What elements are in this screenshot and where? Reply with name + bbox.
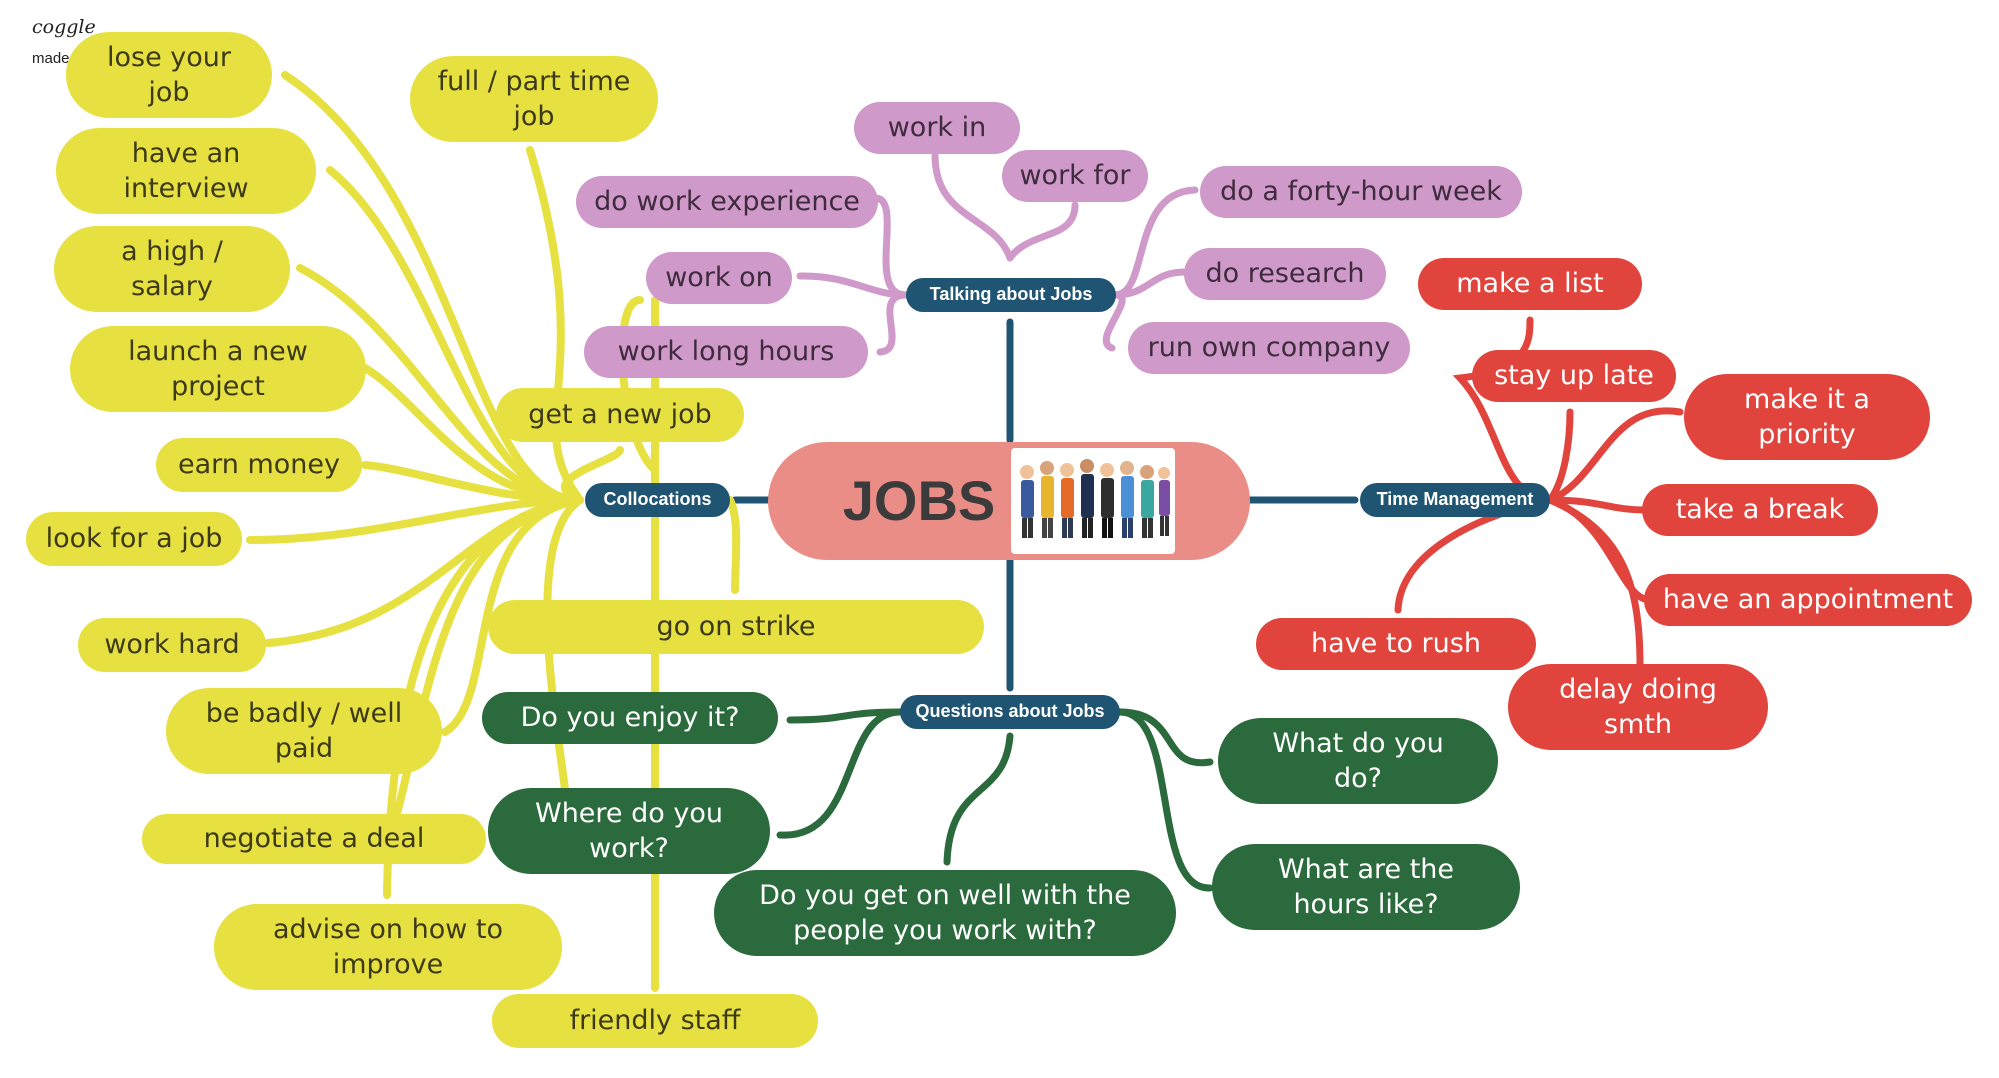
time-delay-doing-smth[interactable]: delay doing smth (1508, 664, 1768, 750)
talking-work-in[interactable]: work in (854, 102, 1020, 154)
collocation-launch-new-project[interactable]: launch a new project (70, 326, 366, 412)
collocation-high-salary[interactable]: a high / salary (54, 226, 290, 312)
hub-questions-about-jobs[interactable]: Questions about Jobs (900, 695, 1120, 729)
collocation-lose-your-job[interactable]: lose your job (66, 32, 272, 118)
time-make-it-a-priority[interactable]: make it a priority (1684, 374, 1930, 460)
time-have-to-rush[interactable]: have to rush (1256, 618, 1536, 670)
question-what-do-you-do[interactable]: What do you do? (1218, 718, 1498, 804)
question-links (776, 708, 1214, 892)
workers-image (1011, 448, 1176, 554)
collocation-earn-money[interactable]: earn money (156, 438, 362, 492)
question-hours-like[interactable]: What are the hours like? (1212, 844, 1520, 930)
talking-do-research[interactable]: do research (1184, 248, 1386, 300)
talking-work-for[interactable]: work for (1002, 150, 1148, 202)
talking-links (796, 151, 1199, 356)
time-links (1394, 316, 1684, 669)
talking-work-long-hours[interactable]: work long hours (584, 326, 868, 378)
talking-forty-hour-week[interactable]: do a forty-hour week (1200, 166, 1522, 218)
collocation-advise-on-how-to-improve[interactable]: advise on how to improve (214, 904, 562, 990)
time-make-a-list[interactable]: make a list (1418, 258, 1642, 310)
talking-do-work-experience[interactable]: do work experience (576, 176, 878, 228)
hub-collocations[interactable]: Collocations (585, 483, 730, 517)
question-do-you-enjoy-it[interactable]: Do you enjoy it? (482, 692, 778, 744)
center-node-jobs[interactable]: JOBS (768, 442, 1250, 560)
collocation-go-on-strike[interactable]: go on strike (488, 600, 984, 654)
collocation-friendly-staff[interactable]: friendly staff (492, 994, 818, 1048)
collocation-have-an-interview[interactable]: have an interview (56, 128, 316, 214)
question-where-do-you-work[interactable]: Where do you work? (488, 788, 770, 874)
time-have-an-appointment[interactable]: have an appointment (1644, 574, 1972, 626)
collocation-full-part-time-job[interactable]: full / part time job (410, 56, 658, 142)
collocation-negotiate-a-deal[interactable]: negotiate a deal (142, 814, 486, 864)
collocation-work-hard[interactable]: work hard (78, 618, 266, 672)
talking-run-own-company[interactable]: run own company (1128, 322, 1410, 374)
hub-talking-about-jobs[interactable]: Talking about Jobs (906, 278, 1116, 312)
collocation-look-for-a-job[interactable]: look for a job (26, 512, 242, 566)
center-title: JOBS (842, 468, 996, 532)
center-links (731, 318, 1359, 692)
collocation-badly-well-paid[interactable]: be badly / well paid (166, 688, 442, 774)
time-take-a-break[interactable]: take a break (1642, 484, 1878, 536)
collocation-get-a-new-job[interactable]: get a new job (496, 388, 744, 442)
coggle-logo: coggle (32, 16, 96, 38)
time-stay-up-late[interactable]: stay up late (1472, 350, 1676, 402)
hub-time-management[interactable]: Time Management (1360, 483, 1550, 517)
question-get-on-well[interactable]: Do you get on well with the people you w… (714, 870, 1176, 956)
talking-work-on[interactable]: work on (646, 252, 792, 304)
